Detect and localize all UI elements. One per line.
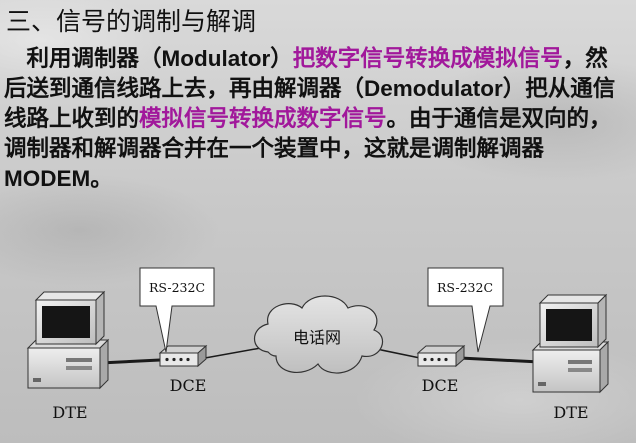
- right-interface-label: RS-232C: [437, 280, 493, 295]
- paragraph-text-5: 。由于通信是双向的，调制器和解调器合并在一个装置中，这就是调制解调器: [4, 106, 612, 162]
- left-dce-label: DCE: [170, 376, 207, 395]
- telephone-network-cloud-icon: [253, 295, 384, 374]
- right-modem-icon: [416, 344, 466, 368]
- right-interface-callout: [427, 267, 504, 353]
- body-paragraph: 利用调制器（Modulator）把数字信号转换成模拟信号，然后送到通信线路上去，…: [4, 44, 624, 194]
- term-modem: MODEM: [4, 166, 91, 191]
- highlight-analog-to-digital: 模拟信号转换成数字信号: [139, 106, 387, 132]
- term-demodulator: Demodulator: [364, 76, 503, 101]
- right-dce-label: DCE: [422, 376, 459, 395]
- link-left-dte-dce: [99, 358, 161, 365]
- highlight-digital-to-analog: 把数字信号转换成模拟信号: [292, 46, 563, 72]
- network-label: 电话网: [293, 328, 341, 347]
- paragraph-text-4: ）把从通信线路上收到的: [4, 76, 616, 132]
- left-dte-label: DTE: [52, 403, 87, 422]
- term-modulator: Modulator: [161, 46, 271, 71]
- left-interface-callout: [139, 267, 215, 353]
- right-dte-computer-icon: [531, 293, 610, 394]
- left-interface-label: RS-232C: [149, 280, 205, 295]
- paragraph-text-3: ，然后送到通信线路上去，再由解调器（: [4, 46, 608, 102]
- left-modem-icon: [158, 344, 208, 368]
- slide-heading: 三、信号的调制与解调: [6, 7, 257, 36]
- left-dte-computer-icon: [26, 290, 110, 390]
- paragraph-text-6: 。: [90, 166, 113, 192]
- right-dte-label: DTE: [553, 403, 588, 422]
- paragraph-text-2: ）: [270, 46, 293, 72]
- paragraph-text-1: 利用调制器（: [26, 46, 162, 72]
- link-right-dce-dte: [459, 356, 541, 364]
